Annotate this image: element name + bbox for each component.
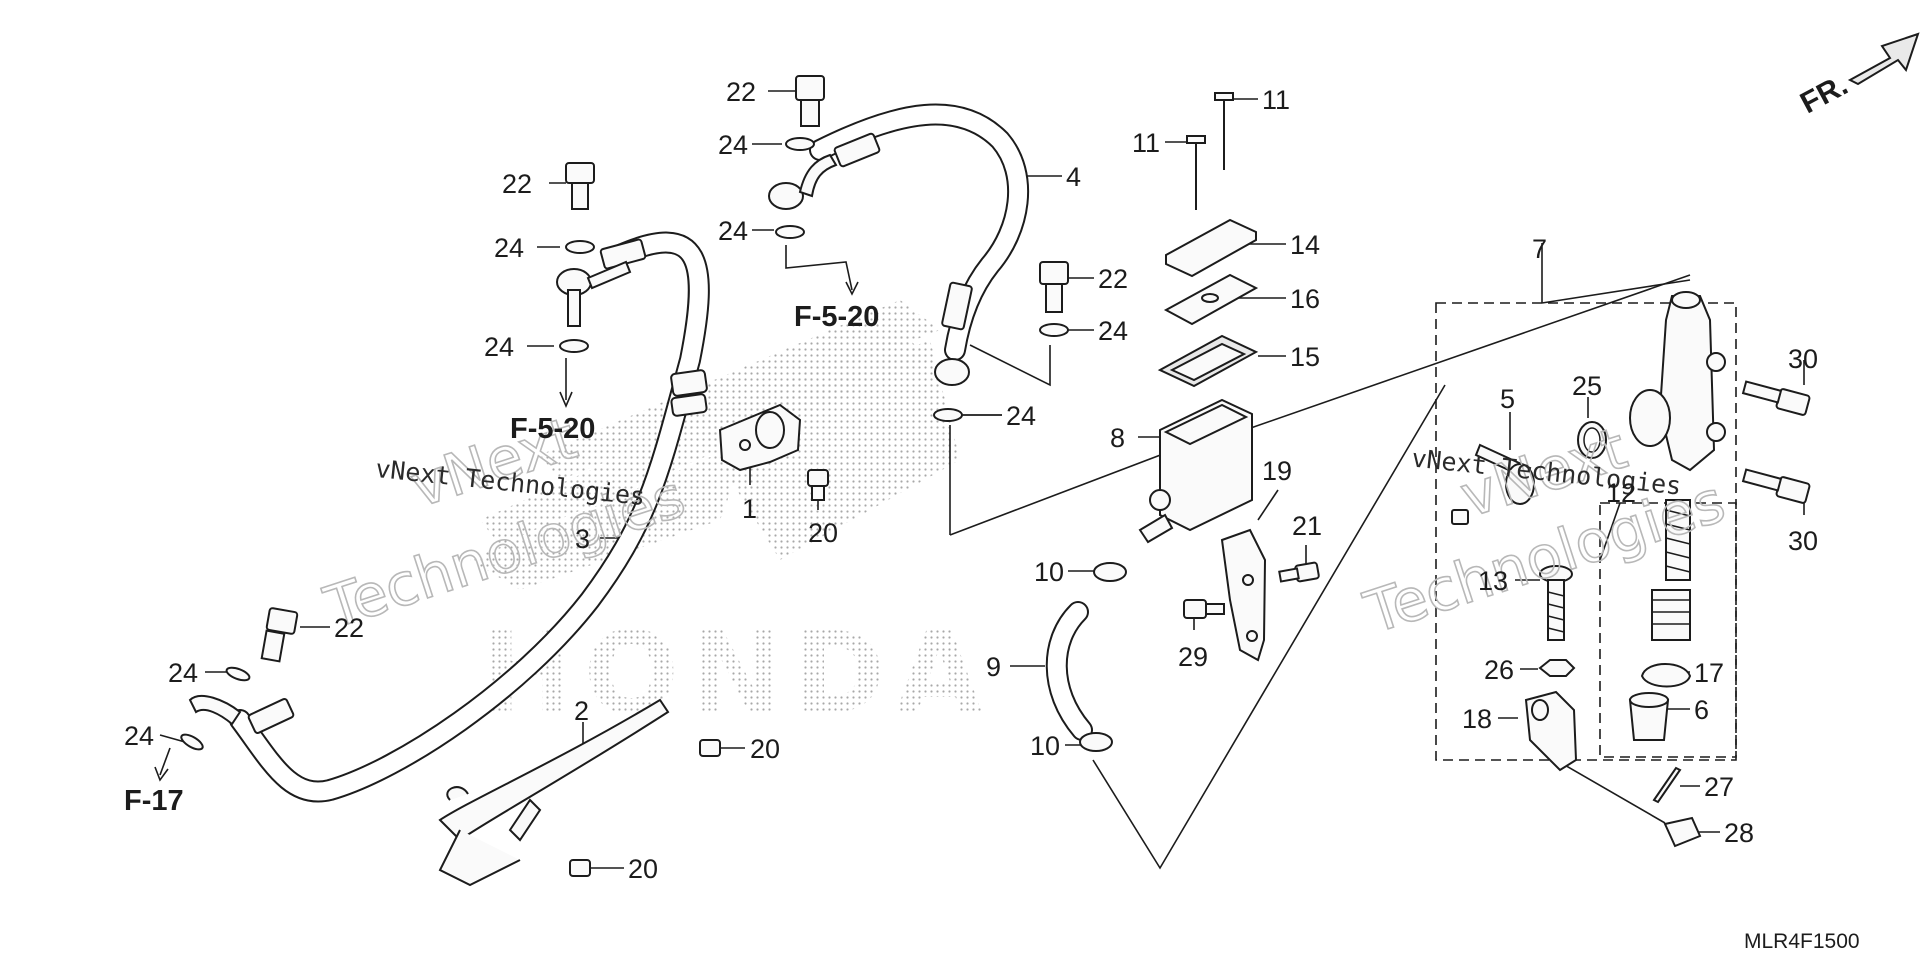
- callout-24-c: 24: [718, 130, 748, 160]
- callout-27: 27: [1704, 772, 1734, 802]
- callout-24-h: 24: [124, 721, 154, 751]
- callout-11-lower: 11: [1132, 128, 1160, 158]
- callout-20-clamp: 20: [808, 518, 838, 548]
- callout-21: 21: [1292, 511, 1322, 541]
- callout-22-top-middle: 22: [726, 77, 756, 107]
- diagram-code: MLR4F1500: [1744, 930, 1860, 953]
- hose-clamp-1: [718, 403, 829, 501]
- callout-11-upper: 11: [1262, 85, 1290, 115]
- brand-watermark: HONDA: [470, 300, 982, 739]
- callout-12: 12: [1606, 478, 1636, 508]
- callout-24-g: 24: [168, 658, 198, 688]
- callout-13: 13: [1478, 566, 1508, 596]
- callout-22-lower-left: 22: [334, 613, 364, 643]
- reference-f-5-20-middle: F-5-20: [794, 301, 879, 333]
- front-direction-arrow: FR.: [1795, 32, 1920, 121]
- callout-22-right: 22: [1098, 264, 1128, 294]
- callout-17: 17: [1694, 658, 1724, 688]
- callout-26: 26: [1484, 655, 1514, 685]
- callout-24-e: 24: [1098, 316, 1128, 346]
- brake-hose-4: [809, 103, 1030, 361]
- callout-22-top-left: 22: [502, 169, 532, 199]
- callout-24-d: 24: [718, 216, 748, 246]
- callout-7: 7: [1532, 234, 1547, 264]
- callout-20-guide-upper: 20: [750, 734, 780, 764]
- callout-16: 16: [1290, 284, 1320, 314]
- callout-14: 14: [1290, 230, 1320, 260]
- callout-3: 3: [575, 524, 590, 554]
- reservoir-assembly: [1138, 92, 1320, 662]
- callout-1: 1: [742, 494, 757, 524]
- callout-9: 9: [986, 652, 1001, 682]
- hose-fittings: [180, 75, 1069, 751]
- callout-10-lower: 10: [1030, 731, 1060, 761]
- callout-28: 28: [1724, 818, 1754, 848]
- master-cylinder-7: [1451, 291, 1811, 848]
- part-callouts: 1 2 3 4 5 6 7 8 9 10 10 11 11 12 13 14 1…: [124, 77, 1818, 884]
- section-references: F-5-20 F-5-20 F-17: [124, 301, 879, 817]
- callout-5: 5: [1500, 384, 1515, 414]
- callout-24-b: 24: [484, 332, 514, 362]
- callout-24-f: 24: [1006, 401, 1036, 431]
- callout-30-lower: 30: [1788, 526, 1818, 556]
- callout-29: 29: [1178, 642, 1208, 672]
- reservoir-hose-9: [1045, 562, 1127, 752]
- leader-lines: [154, 90, 1805, 870]
- callout-25: 25: [1572, 371, 1602, 401]
- callout-2: 2: [574, 696, 589, 726]
- callout-19: 19: [1262, 456, 1292, 486]
- callout-6: 6: [1694, 695, 1709, 725]
- brake-hose-3: [229, 231, 710, 803]
- callout-10-upper: 10: [1034, 557, 1064, 587]
- front-direction-label: FR.: [1795, 69, 1853, 121]
- callout-8: 8: [1110, 423, 1125, 453]
- callout-24-a: 24: [494, 233, 524, 263]
- hose-guide-2: [438, 698, 721, 887]
- callout-18: 18: [1462, 704, 1492, 734]
- callout-15: 15: [1290, 342, 1320, 372]
- callout-4: 4: [1066, 162, 1081, 192]
- callout-30-upper: 30: [1788, 344, 1818, 374]
- callout-20-guide-lower: 20: [628, 854, 658, 884]
- reference-f-17: F-17: [124, 785, 184, 817]
- reference-f-5-20-left: F-5-20: [510, 413, 595, 445]
